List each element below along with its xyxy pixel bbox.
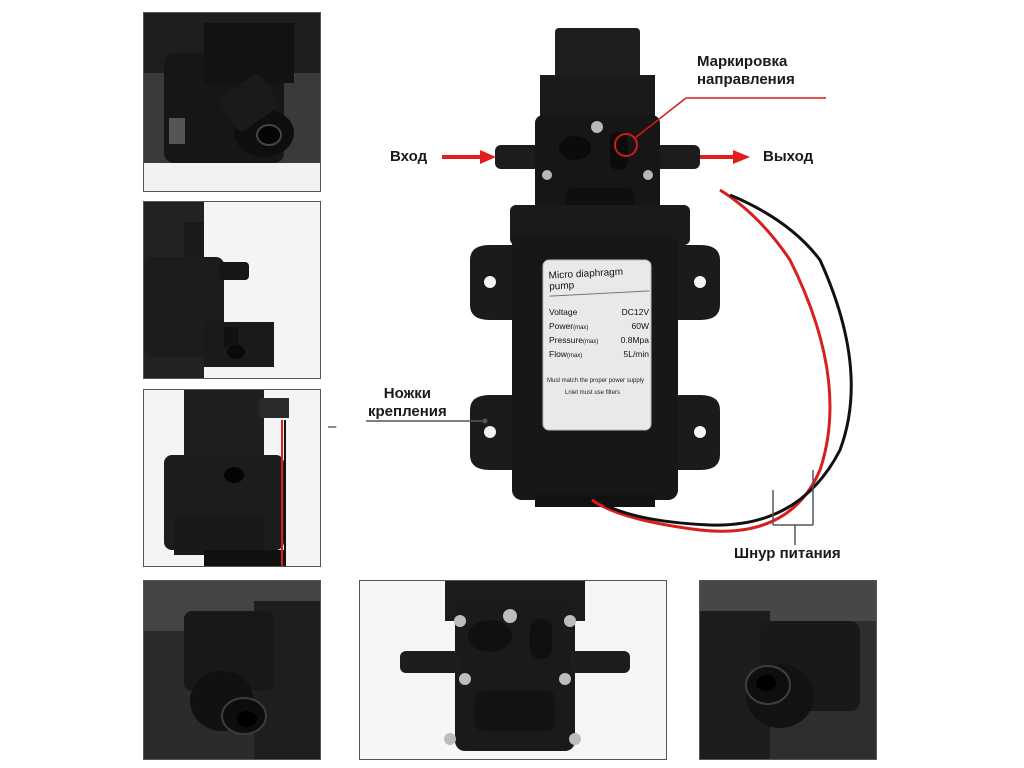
spec-row: Pressure(max) 0.8Mpa [549, 334, 649, 348]
spec-key-sub: (max) [583, 339, 599, 345]
spec-row: Flow(max) 5L/min [549, 348, 649, 362]
thumbnail-outlet-closeup [699, 580, 877, 760]
label-direction-marking: Маркировка направления [697, 53, 795, 89]
label-power-cord: Шнур питания [734, 545, 841, 562]
label-outlet: Выход [763, 148, 814, 165]
spec-key-group: Flow(max) [549, 348, 582, 362]
spec-key: Voltage [549, 307, 578, 317]
spec-key: Flow [549, 349, 567, 359]
spec-value: 60W [631, 321, 649, 331]
label-mounting-feet-line2: крепления [368, 403, 447, 420]
spec-title: Micro diaphragm pump [548, 265, 650, 297]
spec-value: 0.8Mpa [620, 335, 649, 345]
label-direction-marking-line1: Маркировка [697, 53, 788, 70]
label-inlet: Вход [390, 148, 428, 165]
spec-value: DC12V [621, 307, 649, 317]
label-direction-marking-line2: направления [697, 71, 795, 88]
spec-key-group: Voltage [549, 306, 577, 320]
label-mounting-feet-line1: Ножки [383, 385, 431, 402]
spec-key-sub: (max) [566, 353, 583, 359]
spec-key: Power [549, 321, 574, 331]
spec-note-2: Lniet must use filters [565, 390, 621, 396]
spec-key: Pressure [549, 335, 584, 345]
spec-key-group: Power(max) [549, 320, 588, 334]
thumbnail-pump-side-view [143, 201, 321, 379]
spec-row: Power(max) 60W [549, 320, 649, 334]
spec-note-1: Must match the proper power supply [547, 378, 645, 384]
spec-key-group: Pressure(max) [549, 334, 598, 348]
spec-row: Voltage DC12V [549, 306, 649, 320]
spec-key-sub: (max) [573, 325, 589, 331]
thumbnail-outlet-closeup-top [143, 12, 321, 192]
label-dash: – [328, 418, 337, 435]
label-mounting-feet: Ножки крепления [368, 385, 447, 421]
thumbnail-pump-head-front [359, 580, 667, 760]
thumbnail-pump-wire-view [143, 389, 321, 567]
spec-value: 5L/min [623, 349, 649, 359]
thumbnail-inlet-closeup [143, 580, 321, 760]
